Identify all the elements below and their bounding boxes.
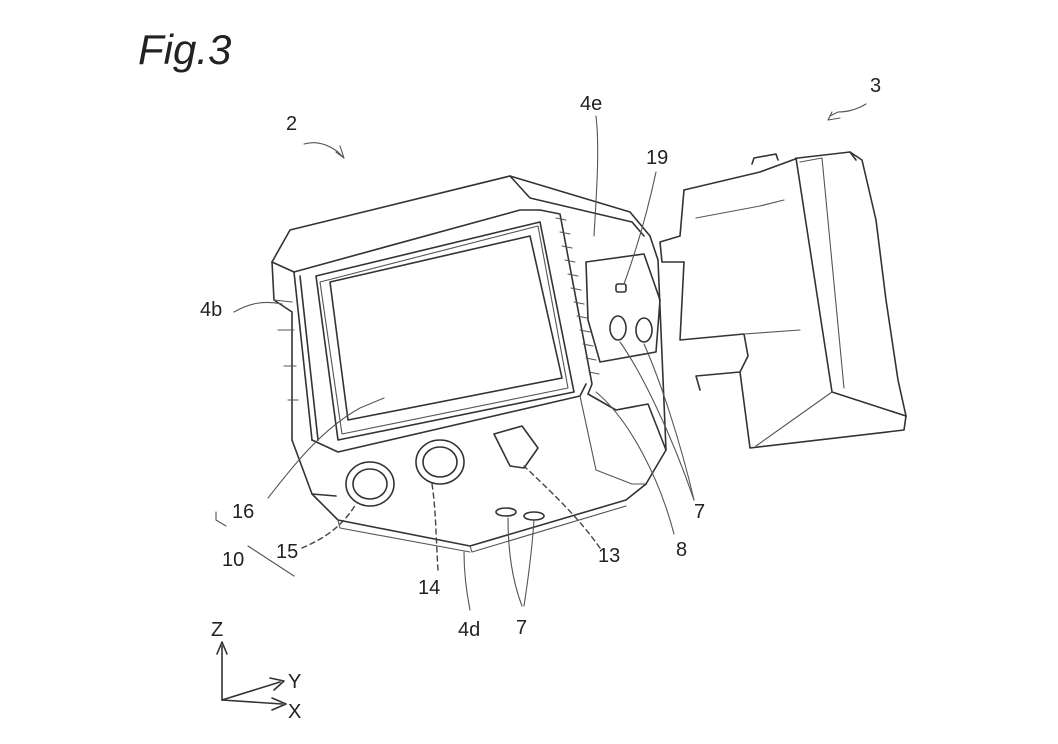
main-device-body <box>271 175 667 553</box>
axis-z-label: Z <box>211 619 223 641</box>
label-7-bottom: 7 <box>516 617 527 639</box>
bottom-terminal-b <box>523 511 545 521</box>
button-14 <box>415 439 465 485</box>
label-4d: 4d <box>458 619 480 641</box>
label-10: 10 <box>222 549 244 571</box>
axis-indicator <box>216 641 287 711</box>
side-panel <box>585 253 661 363</box>
figure-title: Fig.3 <box>138 26 231 73</box>
label-19: 19 <box>646 147 668 169</box>
label-3: 3 <box>870 75 881 97</box>
indicator-19 <box>615 283 627 293</box>
vent-grille <box>555 217 600 375</box>
terminal-a <box>609 315 627 341</box>
label-14: 14 <box>418 577 440 599</box>
label-16: 16 <box>232 501 254 523</box>
label-8: 8 <box>676 539 687 561</box>
label-2: 2 <box>286 113 297 135</box>
label-15: 15 <box>276 541 298 563</box>
display-screen <box>329 235 563 421</box>
label-7-side: 7 <box>694 501 705 523</box>
button-15 <box>345 461 395 507</box>
button-13 <box>493 425 539 469</box>
axis-x-label: X <box>288 701 301 723</box>
label-13: 13 <box>598 545 620 567</box>
axis-y-label: Y <box>288 671 301 693</box>
attachment-device <box>659 151 907 449</box>
label-4e: 4e <box>580 93 602 115</box>
label-4b: 4b <box>200 299 222 321</box>
terminal-b <box>635 317 653 343</box>
leader-lines <box>215 103 867 611</box>
bottom-terminal-a <box>495 507 517 517</box>
